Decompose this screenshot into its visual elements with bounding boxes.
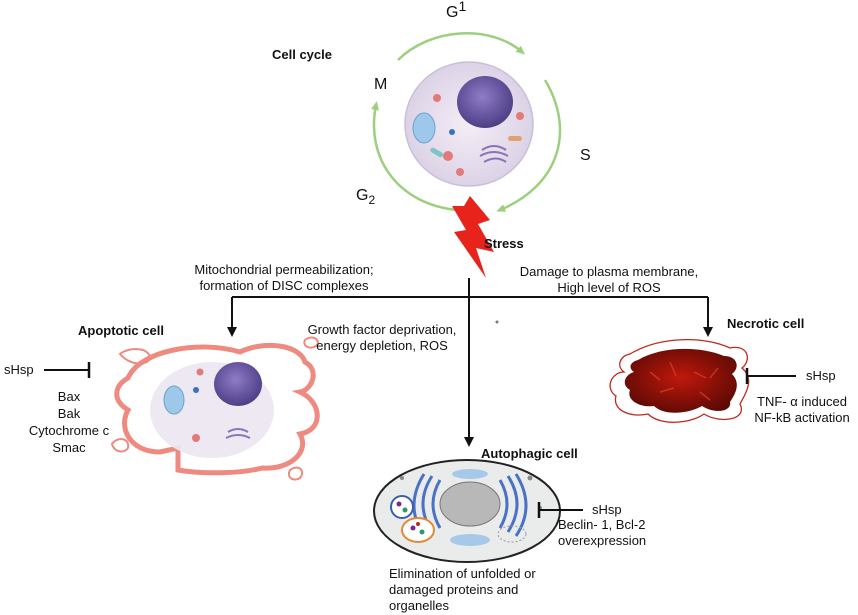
vacuole <box>412 112 436 144</box>
organelle <box>516 112 524 120</box>
autophagic-nucleus <box>439 481 501 527</box>
golgi <box>479 145 509 163</box>
organelle <box>456 168 464 176</box>
mitochondrion <box>508 136 522 141</box>
apoptotic-fragment <box>110 438 130 453</box>
autophagic-outcome: Elimination of unfolded or damaged prote… <box>389 566 536 613</box>
autolysosome <box>401 517 435 543</box>
necrotic-title: Necrotic cell <box>727 316 805 331</box>
apoptotic-nucleus <box>214 362 262 406</box>
apoptotic-membrane <box>114 342 320 476</box>
autophagosome <box>390 495 414 519</box>
apoptotic-title: Apoptotic cell <box>78 323 164 338</box>
cycle-arrow-g2-m <box>371 101 459 212</box>
autophagic-title: Autophagic cell <box>481 446 578 461</box>
cycling-cell <box>404 61 534 187</box>
autophagic-targets: Beclin- 1, Bcl-2 overexpression <box>558 517 647 548</box>
nucleus <box>457 76 513 128</box>
organelle <box>433 94 441 102</box>
phase-g2-label: G2 <box>356 187 376 208</box>
cycle-arrow-s-g2 <box>496 79 562 212</box>
apoptotic-fragment <box>118 348 152 365</box>
necrosis-cause: Damage to plasma membrane, High level of… <box>519 264 699 295</box>
necrotic-body <box>624 348 737 413</box>
stress-bolt <box>452 196 494 278</box>
organelle <box>443 151 453 161</box>
apoptotic-targets: Bax Bak Cytochrome c Smac <box>28 389 110 455</box>
stress-label: Stress <box>484 236 524 251</box>
necrotic-cell <box>609 338 750 423</box>
phase-g1-label: G1 <box>446 0 467 21</box>
apoptosis-cause: Mitochondrial permeabilization; formatio… <box>194 262 374 293</box>
cycle-arrow-g1-s <box>397 32 526 61</box>
apoptotic-inhibitor: sHsp <box>4 362 34 377</box>
cell-cycle-arrows <box>371 32 562 212</box>
er-membrane-right <box>498 473 528 537</box>
phase-m-label: M <box>374 76 388 93</box>
golgi <box>225 428 251 439</box>
apoptotic-fragment <box>288 466 304 481</box>
branch-lines <box>227 278 713 447</box>
mitochondrion <box>430 147 444 158</box>
autophagic-cell <box>373 459 561 563</box>
cell-cycle-title: Cell cycle <box>272 47 332 62</box>
autophagic-inhibitor: sHsp <box>592 502 622 517</box>
inhibition-bars <box>44 362 796 518</box>
necrotic-targets: TNF- α induced NF-kB activation <box>754 394 850 425</box>
autophagy-cause: Growth factor deprivation, energy deplet… <box>307 322 457 353</box>
centrosome <box>449 129 455 135</box>
necrotic-inhibitor: sHsp <box>806 368 836 383</box>
phase-s-label: S <box>580 147 591 164</box>
necrotic-outline <box>609 338 750 423</box>
apoptotic-fragment <box>303 336 319 349</box>
vacuole <box>163 385 185 415</box>
apoptotic-cell <box>110 336 320 481</box>
